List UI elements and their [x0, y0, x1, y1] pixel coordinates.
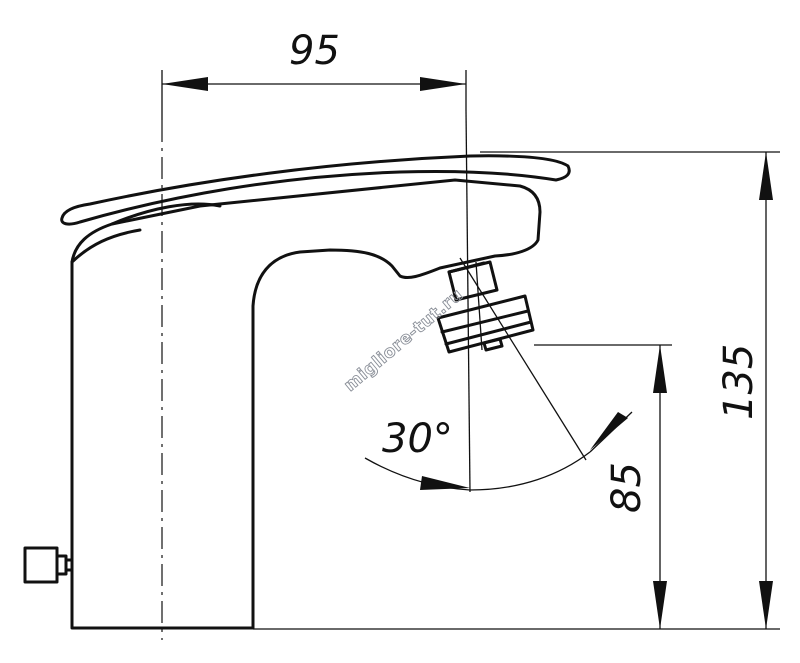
arrow-up	[653, 345, 667, 393]
extension-lines	[161, 70, 780, 630]
arrow-down	[653, 581, 667, 629]
arrow-angle-right	[590, 412, 628, 450]
faucet-body	[70, 178, 542, 630]
arrow-right	[420, 77, 466, 91]
arrow-angle-left	[420, 476, 470, 490]
dimension-height-spout: 85	[604, 345, 667, 629]
height-total-label: 135	[716, 344, 762, 420]
lever-handle	[60, 154, 571, 226]
angle-label: 30°	[382, 416, 453, 462]
watermark: migliore-tut.ru	[340, 285, 467, 396]
arrow-left	[162, 77, 208, 91]
dimension-width: 95	[162, 28, 466, 91]
width-label: 95	[289, 28, 340, 74]
dimension-angle: 30°	[364, 411, 633, 491]
centre-lines	[161, 109, 587, 640]
height-spout-label: 85	[604, 462, 650, 513]
dimension-height-total: 135	[716, 152, 773, 629]
arrow-down	[759, 581, 773, 629]
side-fitting	[23, 546, 74, 584]
arrow-up	[759, 152, 773, 200]
